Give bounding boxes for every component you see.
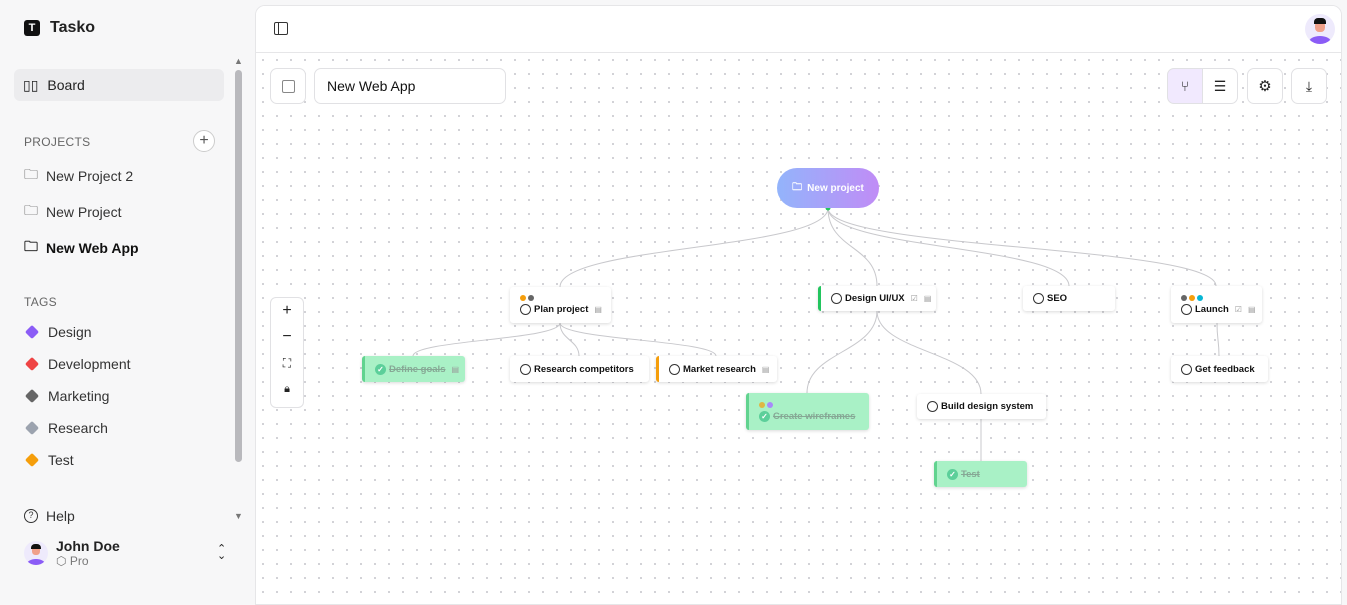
task-node-done[interactable]: ✓Test: [934, 461, 1027, 487]
task-node[interactable]: Get feedback: [1171, 356, 1268, 382]
sidebar-project-item[interactable]: 🗀New Project: [24, 200, 121, 224]
checkbox-icon[interactable]: [1181, 303, 1192, 315]
user-menu[interactable]: John Doe ⬡ Pro: [24, 538, 120, 568]
tag-color-icon: [24, 452, 40, 468]
edge: [412, 322, 561, 357]
save-button[interactable]: [270, 68, 306, 104]
edge: [559, 322, 717, 357]
check-icon[interactable]: ✓: [375, 363, 386, 375]
fit-view-button[interactable]: ⛶: [282, 355, 292, 370]
edge: [559, 322, 580, 357]
avatar: [24, 541, 48, 565]
subtask-icon: ☑: [1234, 304, 1242, 314]
graph-view-button[interactable]: ⑂: [1167, 68, 1203, 104]
task-node[interactable]: Design UI/UX☑▤: [818, 286, 936, 311]
sidebar-project-item[interactable]: 🗀New Project 2: [24, 164, 133, 188]
task-node[interactable]: Research competitors: [510, 356, 649, 382]
user-plan: Pro: [69, 554, 89, 568]
list-view-button[interactable]: ☰: [1202, 68, 1238, 104]
sidebar-project-item-active[interactable]: 🗀New Web App: [24, 236, 139, 260]
download-icon: ⤓: [1305, 77, 1313, 94]
sidebar-item-board[interactable]: ▯▯Board: [14, 69, 224, 101]
user-name: John Doe: [56, 538, 120, 554]
edge: [806, 310, 878, 394]
header-avatar[interactable]: [1305, 14, 1335, 44]
chevron-up-down-icon[interactable]: ⌃⌄: [217, 543, 227, 562]
help-link[interactable]: ?Help: [24, 508, 75, 524]
check-icon[interactable]: ✓: [759, 410, 770, 422]
task-node-done[interactable]: ✓Create wireframes: [746, 393, 869, 430]
settings-button[interactable]: ⚙: [1247, 68, 1283, 104]
checkbox-icon[interactable]: [1033, 293, 1044, 304]
tag-test[interactable]: Test: [24, 452, 74, 468]
cube-icon: ⬡: [56, 554, 67, 568]
comment-icon: ▤: [451, 364, 460, 374]
folder-icon: 🗀: [792, 181, 803, 193]
task-node[interactable]: Build design system: [917, 394, 1046, 419]
scroll-up-icon[interactable]: ▲: [234, 56, 243, 66]
checkbox-icon[interactable]: [927, 401, 938, 412]
edge: [1216, 322, 1220, 357]
checkbox-icon[interactable]: [1181, 363, 1192, 375]
task-node-done[interactable]: ✓Define goals▤: [362, 356, 465, 382]
edge: [827, 207, 878, 287]
graph-canvas[interactable]: [256, 53, 1341, 604]
checkbox-icon[interactable]: [520, 363, 531, 375]
comment-icon: ▤: [923, 294, 932, 303]
tag-design[interactable]: Design: [24, 324, 92, 340]
logo-icon: T: [24, 20, 40, 36]
scroll-down-icon[interactable]: ▼: [234, 511, 243, 521]
folder-icon: 🗀: [24, 166, 38, 182]
comment-icon: ▤: [1247, 304, 1256, 314]
edge: [827, 207, 1070, 287]
checkbox-icon[interactable]: [520, 304, 531, 315]
zoom-in-button[interactable]: +: [282, 302, 292, 319]
tags-header: TAGS: [24, 295, 57, 309]
folder-icon: 🗀: [24, 238, 38, 254]
folder-icon: 🗀: [24, 202, 38, 218]
help-icon: ?: [24, 509, 38, 523]
projects-header: PROJECTS: [24, 135, 91, 149]
edge: [827, 207, 1217, 287]
zoom-controls: + − ⛶ 🔒︎: [270, 297, 304, 408]
tag-color-icon: [24, 324, 40, 340]
zoom-out-button[interactable]: −: [282, 328, 292, 345]
checkbox-icon[interactable]: [831, 293, 842, 304]
edge: [559, 207, 829, 288]
main-panel: [255, 5, 1342, 605]
save-icon: [281, 79, 295, 93]
sidebar-toggle-icon[interactable]: [274, 22, 288, 35]
task-node[interactable]: SEO: [1023, 286, 1115, 311]
tag-color-icon: [24, 356, 40, 372]
task-node[interactable]: Market research▤: [656, 356, 777, 382]
subtask-icon: ☑: [910, 294, 918, 303]
comment-icon: ▤: [761, 364, 770, 374]
tag-color-icon: [24, 420, 40, 436]
tag-marketing[interactable]: Marketing: [24, 388, 109, 404]
board-icon: ▯▯: [23, 76, 39, 93]
gear-icon: ⚙: [1258, 78, 1272, 95]
add-project-button[interactable]: +: [193, 130, 215, 152]
task-node[interactable]: Plan project▤: [510, 287, 611, 323]
edge: [876, 310, 982, 395]
project-name-input[interactable]: [314, 68, 506, 104]
root-node[interactable]: 🗀New project: [777, 168, 879, 208]
tag-color-icon: [24, 388, 40, 404]
git-branch-icon: ⑂: [1180, 78, 1190, 94]
lock-button[interactable]: 🔒︎: [284, 382, 290, 395]
comment-icon: ▤: [594, 305, 602, 314]
checkbox-icon[interactable]: [669, 363, 680, 375]
main-header: [256, 6, 1341, 53]
download-button[interactable]: ⤓: [1291, 68, 1327, 104]
list-icon: ☰: [1213, 77, 1227, 94]
task-node[interactable]: Launch☑▤: [1171, 286, 1262, 323]
tag-development[interactable]: Development: [24, 356, 131, 372]
sidebar-scrollbar[interactable]: [235, 70, 242, 462]
tag-research[interactable]: Research: [24, 420, 108, 436]
check-icon[interactable]: ✓: [947, 468, 958, 480]
